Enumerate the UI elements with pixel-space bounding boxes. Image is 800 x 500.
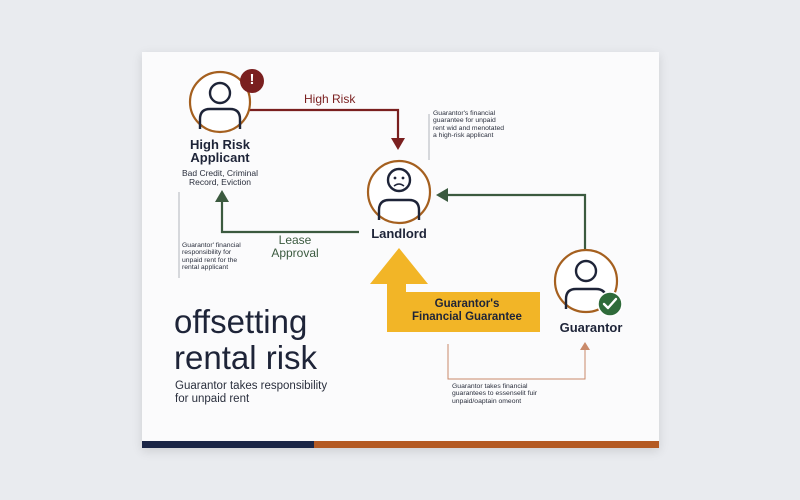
note-bottom-line: unpaid/oaptain omeont [452, 397, 522, 405]
note-connector-bottom-head [580, 342, 590, 350]
applicant-title-line1: High Risk [190, 137, 250, 152]
high-risk-label: High Risk [304, 92, 356, 106]
guarantee-label: Guarantor's Financial Guarantee [397, 298, 537, 324]
lease-approval-arrow [220, 200, 359, 234]
applicant-title-line2: Applicant [190, 150, 250, 165]
applicant-subtitle: Bad Credit, Criminal Record, Eviction [160, 168, 280, 188]
headline-sub-line1: Guarantor takes responsibility [175, 380, 328, 392]
footer-bar-navy [142, 441, 314, 448]
diagram-graphics [178, 69, 623, 380]
high-risk-arrowhead [391, 138, 405, 150]
note-top-right-line: guarantee for unpaid [433, 117, 496, 125]
infographic-card: ! High Risk Applicant Bad Credit, Crimin… [142, 52, 659, 448]
footer-bar-orange [314, 441, 659, 448]
headline-line2: rental risk [174, 338, 318, 376]
note-top-right: Guarantor's financial guarantee for unpa… [433, 110, 553, 140]
headline-sub-line2: for unpaid rent [175, 393, 250, 406]
note-left-line: responsibility for [182, 249, 232, 257]
guarantor-landlord-arrow [446, 193, 587, 250]
check-badge-icon [597, 291, 623, 317]
note-top-right-line: a high-risk applicant [433, 132, 494, 140]
applicant-title: High Risk Applicant [160, 138, 280, 164]
headline: offsetting rental risk [174, 304, 317, 375]
landlord-icon [366, 159, 432, 225]
note-bottom: Guarantor takes financial guarantees to … [452, 383, 582, 405]
note-bottom-line: Guarantor takes financial [452, 383, 528, 390]
guarantee-arrow [370, 248, 540, 332]
note-left: Guarantor' financial responsibility for … [182, 242, 292, 272]
note-left-line: unpaid rent for the [182, 256, 238, 264]
applicant-icon [188, 70, 252, 134]
lease-approval-arrowhead [215, 190, 229, 202]
note-left-line: Guarantor' financial [182, 242, 241, 249]
note-connector-bottom [447, 344, 586, 380]
headline-line1: offsetting [174, 303, 308, 340]
warning-badge-text: ! [249, 71, 255, 88]
guarantee-label-line2: Financial Guarantee [412, 311, 522, 324]
note-top-right-line: Guarantor's financial [433, 110, 496, 117]
applicant-sub-line2: Record, Eviction [189, 177, 251, 188]
landlord-title: Landlord [371, 226, 427, 241]
lease-approval-line1: Lease [278, 233, 312, 247]
headline-subtitle: Guarantor takes responsibility for unpai… [175, 380, 327, 406]
applicant-sub-line1: Bad Credit, Criminal [181, 168, 259, 178]
note-left-line: rental applicant [182, 264, 229, 272]
lease-approval-line2: Approval [271, 246, 319, 261]
lease-approval-label: Lease Approval [260, 233, 330, 261]
note-top-right-line: rent wid and menotated [433, 124, 505, 132]
guarantor-landlord-arrowhead [436, 188, 448, 202]
note-bottom-line: guarantees to essenselit fuir [452, 390, 538, 398]
high-risk-arrow [247, 108, 400, 140]
warning-badge-icon [240, 69, 264, 93]
guarantee-label-line1: Guarantor's [434, 298, 500, 310]
guarantor-title: Guarantor [559, 320, 623, 335]
